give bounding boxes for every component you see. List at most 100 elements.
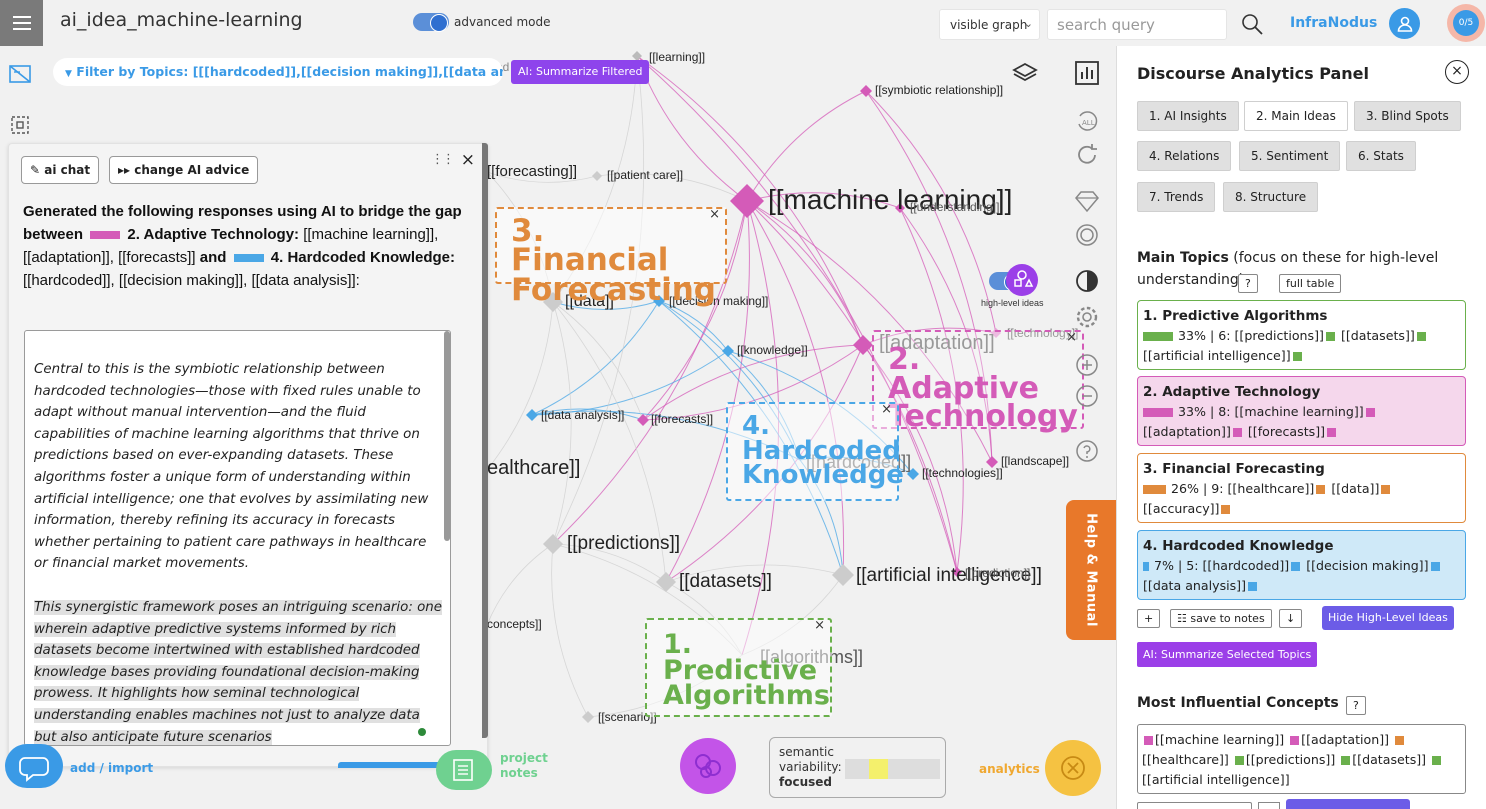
select-area-icon[interactable] — [8, 113, 32, 137]
tab-ai-insights[interactable]: 1. AI Insights — [1137, 101, 1239, 131]
topic-term[interactable]: [[datasets]] — [1340, 328, 1415, 343]
node-forecasting[interactable]: [[forecasting]] — [487, 163, 578, 180]
topic-term[interactable]: [[forecasts]] — [1247, 424, 1326, 439]
panel-bottom-purple-button[interactable] — [1286, 799, 1410, 809]
search-input[interactable] — [1047, 9, 1227, 40]
circle-target-icon[interactable] — [1074, 222, 1100, 248]
topic-box-financial-forecasting[interactable]: 3. Financial Forecasting × — [495, 207, 727, 305]
node-understanding[interactable]: [[understanding]] — [910, 200, 1000, 214]
node-artificial-intelligence[interactable]: [[artificial intelligence]] — [856, 565, 1042, 586]
add-import-button[interactable] — [5, 744, 63, 788]
influential-concept[interactable]: [[artificial intelligence]] — [1142, 772, 1290, 787]
graph-node-marker[interactable] — [860, 85, 872, 97]
graph-node-marker[interactable] — [986, 456, 998, 468]
zoom-in-icon[interactable] — [1074, 352, 1100, 378]
tab-main-ideas[interactable]: 2. Main Ideas — [1244, 101, 1348, 131]
project-notes-button[interactable] — [436, 750, 492, 790]
tab-sentiment[interactable]: 5. Sentiment — [1239, 141, 1341, 171]
tab-trends[interactable]: 7. Trends — [1137, 182, 1216, 212]
topic-term[interactable]: [[predictions]] — [1234, 328, 1324, 343]
node-prediction[interactable]: [[prediction]] — [965, 566, 1031, 580]
advanced-mode-toggle[interactable] — [413, 13, 449, 32]
refresh-icon[interactable] — [1074, 142, 1100, 168]
topic-box-adaptive-technology[interactable]: 2. Adaptive Technology × — [872, 330, 1084, 432]
popup-scrollbar[interactable] — [482, 143, 488, 738]
graph-node-marker[interactable] — [853, 335, 873, 355]
chart-icon[interactable] — [1074, 60, 1100, 86]
help-manual-tab[interactable]: Help & Manual — [1066, 500, 1116, 640]
contrast-icon[interactable] — [1074, 268, 1100, 294]
node-decision-making[interactable]: [[decision making]] — [669, 294, 769, 308]
node-healthcare[interactable]: ealthcare]] — [487, 457, 581, 479]
user-icon[interactable] — [1389, 8, 1420, 39]
node-knowledge[interactable]: [[knowledge]] — [737, 343, 808, 357]
topic-term[interactable]: [[adaptation]] — [1143, 424, 1231, 439]
node-forecasts[interactable]: [[forecasts]] — [651, 412, 714, 426]
download-button[interactable]: ↓ — [1279, 609, 1303, 628]
node-symbiotic-relationship[interactable]: [[symbiotic relationship]] — [875, 83, 1004, 97]
node-data-analysis[interactable]: [[data analysis]] — [541, 408, 625, 422]
topic-term[interactable]: [[machine learning]] — [1234, 404, 1364, 419]
node-patient-care[interactable]: [[patient care]] — [607, 168, 684, 182]
graph-node-marker[interactable] — [582, 711, 594, 723]
topic-term[interactable]: [[data]] — [1331, 481, 1380, 496]
graph-node-marker[interactable] — [895, 203, 905, 213]
influential-concept[interactable]: [[machine learning]] — [1155, 732, 1285, 747]
page-title[interactable]: ai_idea_machine-learning — [60, 9, 303, 31]
graph-node-marker[interactable] — [907, 468, 919, 480]
graph-node-marker[interactable] — [637, 414, 649, 426]
analytics-close-button[interactable] — [1045, 740, 1101, 796]
graph-node-marker[interactable] — [592, 171, 602, 181]
influential-concept[interactable]: [[adaptation]] — [1301, 732, 1390, 747]
menu-icon[interactable] — [0, 0, 43, 46]
scrollbar[interactable] — [444, 331, 450, 541]
graph-node-marker[interactable] — [543, 292, 563, 312]
topic-filter-bar[interactable]: ▼ Filter by Topics: [[[hardcoded]],[[dec… — [53, 58, 503, 86]
influential-concept[interactable]: [[datasets]] — [1352, 752, 1427, 767]
node-concepts[interactable]: concepts]] — [487, 617, 542, 631]
diamond-icon[interactable] — [1074, 188, 1100, 214]
full-table-button[interactable]: full table — [1279, 274, 1342, 293]
reset-all-icon[interactable]: ALL — [1074, 108, 1100, 134]
graph-node-marker[interactable] — [653, 295, 665, 307]
settings-gear-icon[interactable] — [1074, 304, 1100, 330]
topic-term[interactable]: [[artificial intelligence]] — [1143, 348, 1291, 363]
drag-handle-icon[interactable]: ⋮⋮ — [431, 152, 455, 167]
ai-response-textarea[interactable]: Central to this is the symbiotic relatio… — [24, 330, 451, 746]
graph-node-marker[interactable] — [722, 345, 734, 357]
influential-concept[interactable]: [[healthcare]] — [1142, 752, 1229, 767]
graph-node-marker[interactable] — [656, 572, 676, 592]
filter-graph-icon[interactable] — [8, 62, 32, 86]
graph-node-marker[interactable] — [832, 564, 854, 586]
layers-icon[interactable] — [1012, 60, 1038, 86]
node-learning[interactable]: [[learning]] — [649, 50, 706, 64]
help-question-icon[interactable] — [1074, 438, 1100, 464]
graph-node-marker[interactable] — [952, 567, 962, 577]
topic-term[interactable]: [[decision making]] — [1306, 558, 1429, 573]
tab-stats[interactable]: 6. Stats — [1346, 141, 1416, 171]
panel-bottom-button[interactable] — [1258, 802, 1280, 809]
tab-blind-spots[interactable]: 3. Blind Spots — [1354, 101, 1461, 131]
close-icon[interactable]: × — [709, 207, 720, 222]
node-adaptation[interactable]: [[adaptation]] — [879, 332, 995, 354]
graph-view-select[interactable]: visible graph ⌄ — [939, 9, 1040, 40]
close-icon[interactable]: × — [881, 402, 892, 417]
zoom-out-icon[interactable] — [1074, 383, 1100, 409]
graph-node-marker[interactable] — [632, 51, 642, 61]
graph-node-marker[interactable] — [543, 534, 563, 554]
topic-box-predictive-algorithms[interactable]: 1. Predictive Algorithms × — [645, 618, 832, 717]
node-machine-learning[interactable]: [[machine learning]] — [768, 184, 1013, 215]
node-technologies[interactable]: [[technologies]] — [922, 466, 1003, 480]
node-predictions[interactable]: [[predictions]] — [567, 533, 680, 554]
change-ai-advice-button[interactable]: ▸▸ change AI advice — [109, 156, 259, 184]
ai-summarize-selected-topics-button[interactable]: AI: Summarize Selected Topics — [1137, 642, 1318, 667]
network-graph[interactable]: recommend [[learning]] [[symbiotic relat… — [0, 46, 1116, 809]
graph-node-marker[interactable] — [730, 184, 764, 218]
hide-high-level-ideas-button[interactable]: Hide High-Level Ideas — [1322, 606, 1454, 630]
ai-chat-button[interactable]: ✎ ai chat — [21, 156, 100, 184]
